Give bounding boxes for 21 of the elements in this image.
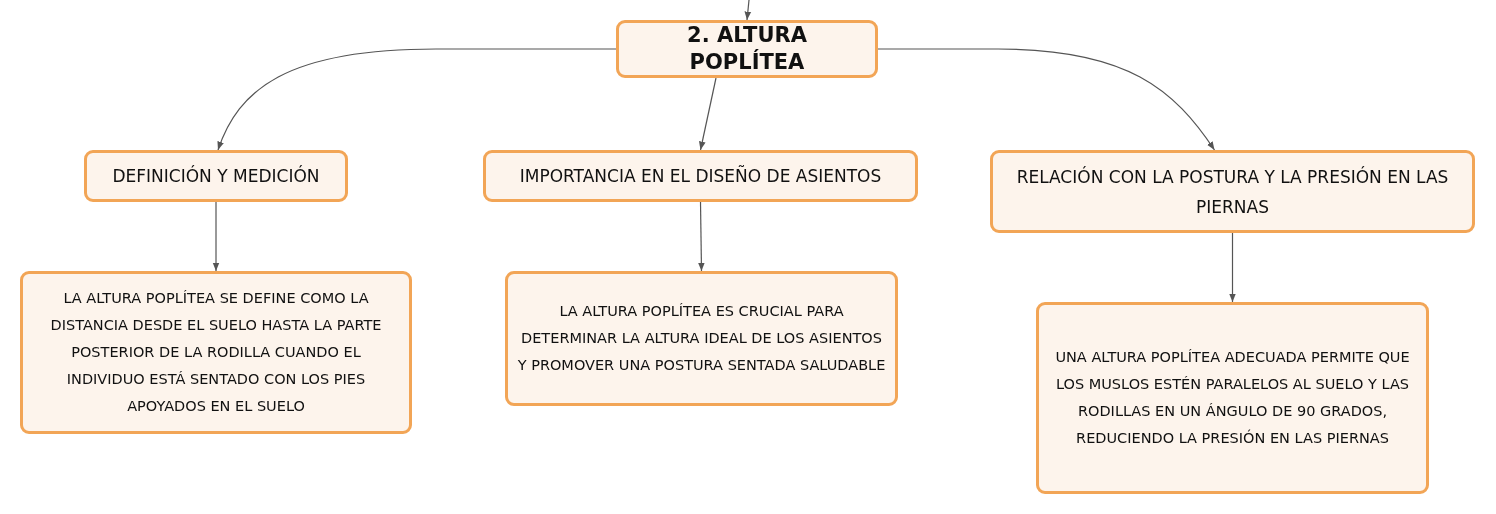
subtopic-box (84, 150, 348, 202)
detail-box (505, 271, 898, 406)
connector-arrow (1229, 232, 1236, 303)
node-text: LA ALTURA POPLÍTEA ES CRUCIAL PARA DETERMINAR LA ALTURA IDEAL DE LOS ASIENTOS Y PROMOVER UNA POSTURA SENTADA SALUDABLE (516, 302, 887, 375)
connector-arrow (212, 201, 220, 272)
node-text: UNA ALTURA POPLÍTEA ADECUADA PERMITE QUE LOS MUSLOS ESTÉN PARALELOS AL SUELO Y LAS RODILLAS EN UN ÁNGULO DE 90 GRADOS, REDUCIENDO LA PRESIÓN EN LAS PIERNAS (1054, 348, 1411, 448)
connector-arrow (877, 48, 1216, 151)
node-text: RELACIÓN CON LA POSTURA Y LA PRESIÓN EN LAS PIERNAS (1015, 165, 1450, 219)
node-text: DEFINICIÓN Y MEDICIÓN (112, 164, 320, 188)
node-text: 2. ALTURA POPLÍTEA (686, 22, 808, 76)
central-topic-box (616, 20, 878, 78)
connector-arrow (744, 0, 752, 21)
connector-arrow (217, 48, 617, 151)
subtopic-box (483, 150, 918, 202)
detail-box (20, 271, 412, 434)
detail-box (1036, 302, 1429, 494)
node-text: LA ALTURA POPLÍTEA SE DEFINE COMO LA DISTANCIA DESDE EL SUELO HASTA LA PARTE POSTERIOR DE LA RODILLA CUANDO EL INDIVIDUO ESTÁ SENTADO CON LOS PIES APOYADOS EN EL SUELO (49, 289, 383, 416)
subtopic-box (990, 150, 1475, 233)
connector-arrow (698, 201, 705, 272)
node-text: IMPORTANCIA EN EL DISEÑO DE ASIENTOS (519, 164, 882, 188)
connector-arrow (699, 77, 717, 151)
